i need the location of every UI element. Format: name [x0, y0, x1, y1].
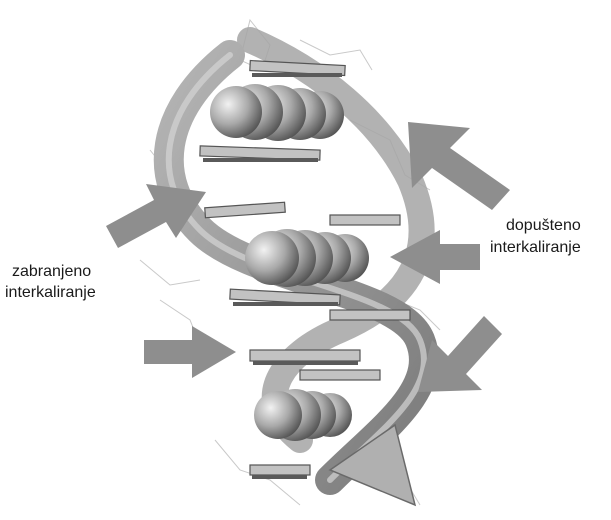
- forbidden-intercalation-label-line2: interkaliranje: [5, 283, 96, 303]
- allowed-intercalation-label-line1: dopušteno: [506, 216, 581, 236]
- intercalator-bottom: [254, 389, 352, 441]
- forbidden-intercalation-label-line1: zabranjeno: [12, 262, 91, 282]
- intercalator-middle: [245, 229, 369, 287]
- arrow-forbidden-lower: [144, 326, 236, 378]
- arrow-allowed-lower: [418, 316, 502, 392]
- intercalator-top: [210, 84, 344, 141]
- allowed-intercalation-label-line2: interkaliranje: [490, 238, 581, 258]
